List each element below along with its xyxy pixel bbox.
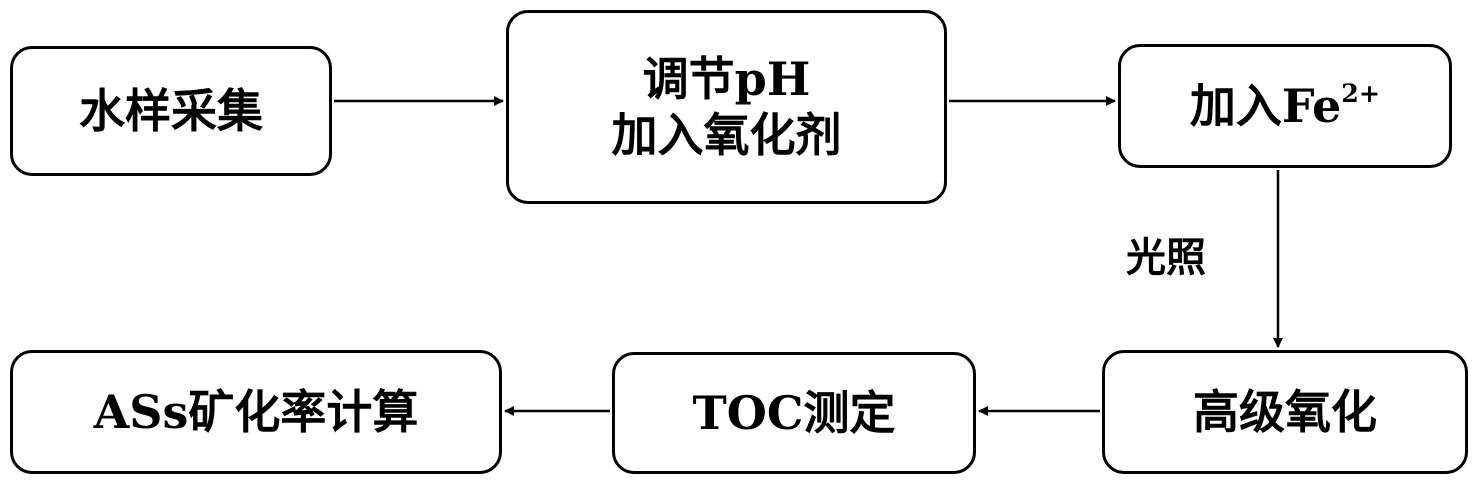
- step-toc-measurement: TOC测定: [612, 352, 976, 474]
- step-advanced-oxidation: 高级氧化: [1102, 350, 1468, 474]
- step-add-fe-charge: 2+: [1341, 77, 1381, 108]
- step-toc-measurement-label: TOC测定: [692, 385, 896, 440]
- edge-label-illumination: 光照: [1126, 235, 1206, 281]
- step-water-sampling-label: 水样采集: [79, 83, 263, 138]
- step-mineralization-calculation-label: ASs矿化率计算: [93, 384, 419, 439]
- step-advanced-oxidation-label: 高级氧化: [1193, 384, 1377, 439]
- step-adjust-ph-label: 调节pH: [642, 51, 811, 106]
- step-add-fe: 加入Fe2+: [1118, 44, 1452, 168]
- step-add-oxidant-label: 加入氧化剂: [611, 108, 842, 162]
- step-mineralization-calculation: ASs矿化率计算: [10, 350, 502, 474]
- step-water-sampling: 水样采集: [10, 46, 332, 176]
- step-add-fe-base: 加入Fe: [1189, 78, 1342, 133]
- step-adjust-ph-add-oxidant: 调节pH 加入氧化剂: [506, 10, 947, 204]
- step-add-fe-label: 加入Fe2+: [1190, 78, 1380, 134]
